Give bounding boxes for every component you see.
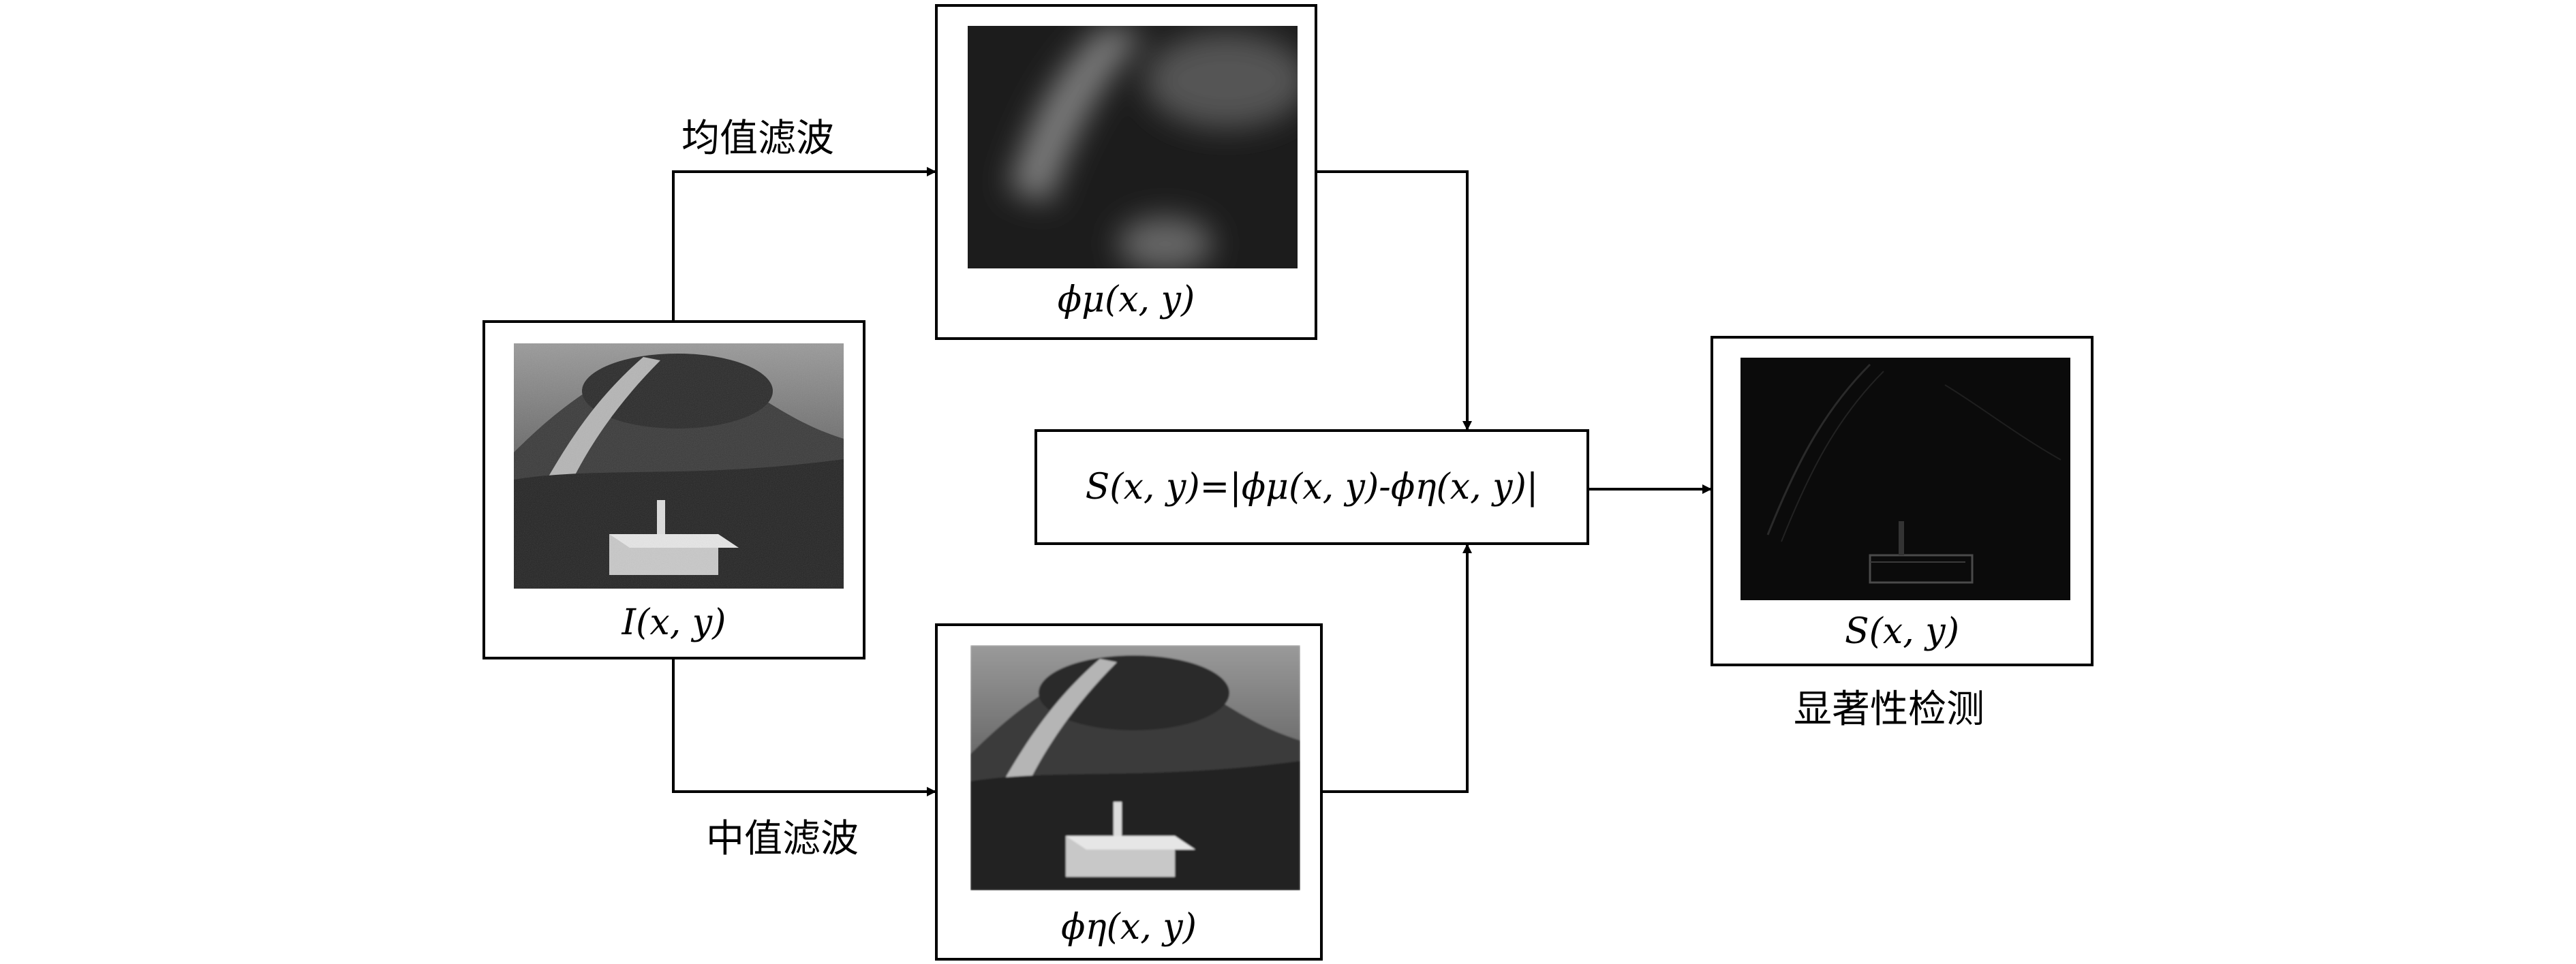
median-image-frame: ϕη(x, y) bbox=[935, 623, 1323, 961]
input-image-frame: I(x, y) bbox=[482, 320, 865, 659]
saliency-detection-label: 显著性检测 bbox=[1794, 687, 1984, 732]
saliency-map-image bbox=[1741, 358, 2070, 600]
edge-median-to-formula bbox=[1323, 544, 1472, 793]
edge-mean-to-formula bbox=[1317, 170, 1472, 431]
saliency-formula: S(x, y)=|ϕμ(x, y)-ϕη(x, y)| bbox=[1085, 467, 1539, 508]
mean-caption: ϕμ(x, y) bbox=[1057, 279, 1195, 320]
edge-input-to-median bbox=[672, 659, 936, 796]
mean-image-frame: ϕμ(x, y) bbox=[935, 4, 1317, 340]
mean-filter-label: 均值滤波 bbox=[681, 116, 834, 161]
median-filtered-image bbox=[970, 645, 1300, 890]
edge-input-to-mean bbox=[672, 167, 936, 320]
formula-box: S(x, y)=|ϕμ(x, y)-ϕη(x, y)| bbox=[1034, 429, 1589, 545]
output-image-frame: S(x, y) bbox=[1711, 336, 2094, 666]
output-caption: S(x, y) bbox=[1845, 611, 1959, 652]
mean-filtered-image bbox=[968, 26, 1298, 268]
median-caption: ϕη(x, y) bbox=[1061, 907, 1197, 948]
input-caption: I(x, y) bbox=[622, 602, 726, 643]
median-filter-label: 中值滤波 bbox=[706, 817, 859, 861]
input-landscape-image bbox=[514, 343, 844, 589]
